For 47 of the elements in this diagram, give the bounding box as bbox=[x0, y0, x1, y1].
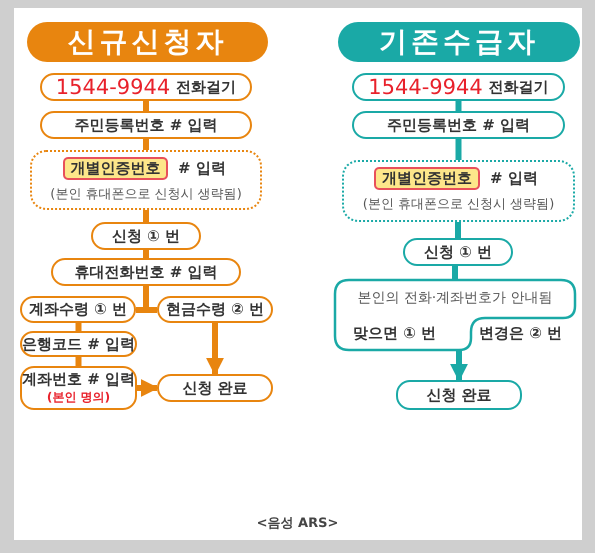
phone-number: 1544-9944 bbox=[56, 75, 170, 99]
connector-line bbox=[456, 139, 462, 160]
dotted-box bbox=[30, 150, 262, 210]
step-box: 은행코드 # 입력 bbox=[20, 331, 137, 357]
step-box bbox=[352, 73, 565, 101]
step-text: # 입력 bbox=[178, 159, 226, 178]
step-text: 계좌번호 # 입력 bbox=[22, 370, 136, 388]
highlight-box: 개별인증번호 bbox=[63, 157, 168, 180]
phone-number: 1544-9944 bbox=[368, 75, 483, 99]
connector-line bbox=[143, 250, 149, 258]
info-box bbox=[335, 280, 575, 350]
step-text: 전화걸기 bbox=[488, 78, 549, 96]
step-box bbox=[40, 73, 252, 101]
note-text: (본인 명의) bbox=[46, 389, 110, 406]
connector-line bbox=[143, 139, 149, 150]
step-text: 변경은 ② 번 bbox=[479, 324, 562, 343]
step-box: 신청 완료 bbox=[396, 380, 522, 410]
arrow bbox=[450, 350, 468, 382]
connector-line bbox=[76, 357, 82, 366]
arrow bbox=[206, 323, 224, 376]
step-box: 주민등록번호 # 입력 bbox=[352, 111, 565, 139]
note-text: (본인 휴대폰으로 신청시 생략됨) bbox=[362, 196, 556, 213]
step-text: 전화걸기 bbox=[176, 78, 236, 96]
step-box: 현금수령 ② 번 bbox=[157, 296, 273, 323]
note-text: (본인 휴대폰으로 신청시 생략됨) bbox=[49, 186, 243, 203]
connector-line bbox=[452, 266, 458, 280]
connector-line bbox=[455, 222, 461, 238]
info-text: 본인의 전화·계좌번호가 안내됨 bbox=[356, 289, 554, 307]
header-band: 신규신청자 bbox=[27, 22, 268, 62]
header-band: 기존수급자 bbox=[338, 22, 580, 62]
step-box: 휴대전화번호 # 입력 bbox=[51, 258, 241, 286]
connector-line bbox=[76, 323, 82, 331]
step-text: # 입력 bbox=[490, 169, 538, 188]
step-box bbox=[20, 366, 137, 410]
step-box: 주민등록번호 # 입력 bbox=[40, 111, 252, 139]
step-box: 계좌수령 ① 번 bbox=[20, 296, 136, 323]
caption-text: <음성 ARS> bbox=[256, 515, 340, 532]
step-box: 신청 ① 번 bbox=[403, 238, 513, 266]
step-box: 신청 완료 bbox=[157, 374, 273, 402]
dotted-box bbox=[342, 160, 575, 222]
step-text: 맞으면 ① 번 bbox=[353, 324, 436, 343]
step-box: 신청 ① 번 bbox=[91, 222, 201, 250]
connector-line bbox=[456, 101, 462, 111]
connector-line bbox=[143, 101, 149, 111]
connector-line bbox=[143, 210, 149, 222]
arrow bbox=[137, 379, 159, 397]
highlight-box: 개별인증번호 bbox=[374, 167, 480, 190]
